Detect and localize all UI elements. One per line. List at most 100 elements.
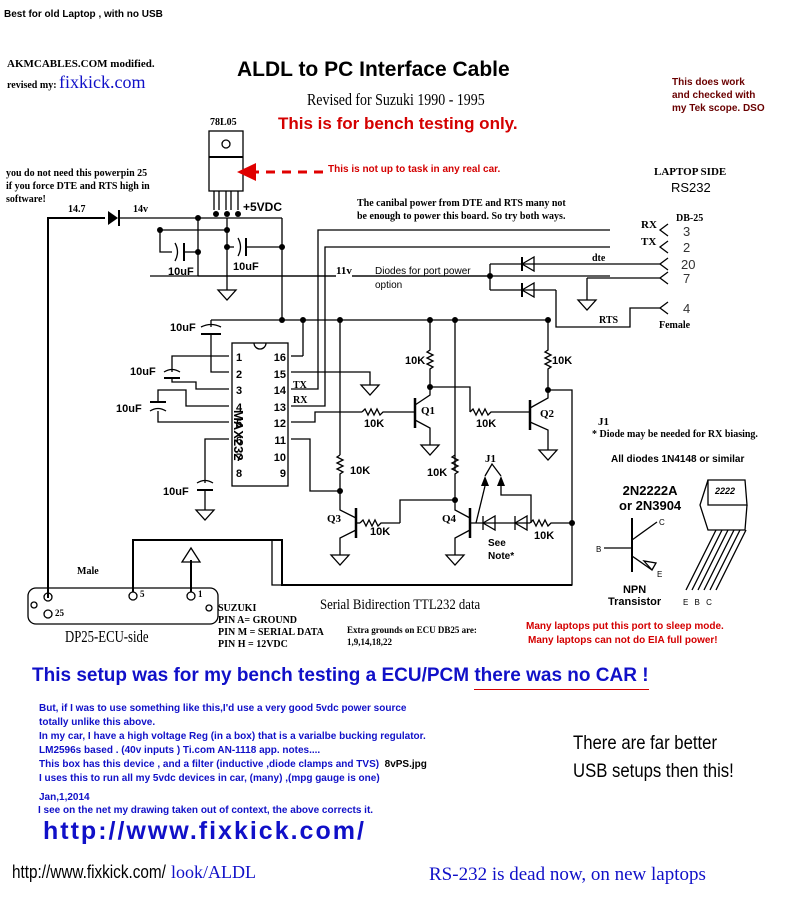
all-diodes-note: All diodes 1N4148 or similar	[611, 454, 745, 465]
transistor-marking: 2222	[715, 486, 736, 496]
powerpin-note: you do not need this powerpin 25 if you …	[6, 168, 150, 205]
v-after-diode-label: 14v	[133, 204, 148, 215]
port-power-diodes	[150, 255, 660, 328]
sleep-mode-note: Many laptops put this port to sleep mode…	[526, 621, 724, 646]
dte-signal-label: dte	[592, 253, 606, 264]
diodes-port-note: Diodes for port power option	[375, 266, 471, 291]
page-subtitle: Revised for Suzuki 1990 - 1995	[307, 90, 485, 109]
ic-pins-left: 1 2 3 4 5 6 7 8	[236, 352, 243, 481]
rs232-dead-note: RS-232 is dead now, on new laptops	[429, 864, 706, 885]
usb-note: There are far better USB setups then thi…	[573, 733, 734, 782]
bottom-url-link[interactable]: http://www.fixkick.com/look/ALDL	[12, 862, 256, 883]
resistors	[335, 320, 572, 528]
leg-b-label: B	[596, 545, 602, 554]
page-title: ALDL to PC Interface Cable	[237, 58, 510, 81]
transistor-package-drawing	[604, 479, 748, 591]
pin-3: 3	[683, 224, 691, 239]
q3-label: Q3	[327, 513, 342, 525]
ecu-pin-25: 25	[55, 608, 64, 618]
pin-4: 4	[683, 301, 691, 316]
scope-note: This does work and checked with my Tek s…	[672, 77, 765, 114]
vout-label: +5VDC	[243, 200, 283, 214]
regulator-label: 78L05	[210, 117, 237, 128]
cap-label-4: 10uF	[130, 366, 156, 378]
db25-connector-tails	[658, 223, 669, 315]
cap-label-1: 10uF	[168, 266, 194, 278]
ecu-connector	[27, 539, 572, 625]
ic-rx-label: RX	[293, 395, 308, 406]
suzuki-pins: SUZUKI PIN A= GROUND PIN M = SERIAL DATA…	[218, 603, 324, 650]
cap-label-2: 10uF	[233, 261, 259, 273]
bench-heading: This setup was for my bench testing a EC…	[32, 665, 649, 690]
leg-e-label: E	[657, 570, 663, 579]
ic-pins-right: 16 15 14 13 12 11 10 9	[273, 352, 286, 481]
pin-7: 7	[683, 271, 691, 286]
resistor-label-r5: 10K	[350, 465, 371, 477]
transistor-q3	[329, 491, 455, 566]
resistor-label-r1: 10K	[405, 355, 426, 367]
date-note: Jan,1,2014	[39, 792, 90, 803]
v-port-label: 11v	[336, 265, 352, 277]
regulator-78l05	[208, 130, 244, 217]
top-note: Best for old Laptop , with no USB	[4, 9, 163, 20]
leg-c-label: C	[659, 518, 665, 527]
credit-site-link[interactable]: fixkick.com	[59, 72, 146, 92]
j1-diodes	[470, 462, 532, 532]
ecu-pin-5: 5	[140, 589, 145, 599]
transistor-types: 2N2222A or 2N3904	[619, 483, 682, 513]
cap-label-6: 10uF	[163, 486, 189, 498]
j1-note-title: J1	[598, 416, 609, 428]
resistor-label-r7: 10K	[370, 526, 391, 538]
db25-label: DB-25	[676, 213, 704, 224]
laptop-side-title: LAPTOP SIDE	[654, 166, 727, 178]
j1-label: J1	[485, 453, 496, 465]
url-path: look/ALDL	[171, 862, 257, 882]
resistor-label-r3: 10K	[364, 418, 385, 430]
context-note: I see on the net my drawing taken out of…	[38, 805, 374, 816]
bench-heading-underlined: there was no CAR !	[474, 665, 649, 690]
see-note: See Note*	[488, 538, 515, 562]
tx-signal-label: TX	[641, 236, 657, 248]
resistor-label-r2: 10K	[552, 355, 573, 367]
pin-2: 2	[683, 240, 691, 255]
cap-label-5: 10uF	[116, 403, 142, 415]
credit-prefix: revised my:	[7, 80, 57, 91]
transistor-q4	[444, 497, 472, 566]
j1-note: * Diode may be needed for RX biasing.	[592, 429, 758, 440]
rx-signal-label: RX	[641, 219, 657, 231]
serial-bidir-label: Serial Bidirection TTL232 data	[320, 597, 481, 613]
image-ref: 8vPS.jpg	[384, 759, 427, 770]
ic-name: MAX232	[231, 410, 246, 461]
url-prefix: http://www.fixkick.com/	[12, 862, 166, 882]
ecu-connector-name: DP25-ECU-side	[65, 627, 149, 646]
female-label: Female	[659, 320, 691, 331]
q2-label: Q2	[540, 408, 555, 420]
canibal-note: The canibal power from DTE and RTS many …	[357, 198, 566, 222]
q1-label: Q1	[421, 405, 436, 417]
credit-line-1: AKMCABLES.COM modified.	[7, 58, 155, 70]
male-label: Male	[77, 566, 99, 577]
extra-grounds-note: Extra grounds on ECU DB25 are: 1,9,14,18…	[347, 625, 477, 647]
pin-20: 20	[681, 257, 696, 272]
big-url-link[interactable]: http://www.fixkick.com/	[43, 817, 366, 845]
footer-paragraph: But, if I was to use something like this…	[39, 703, 427, 784]
resistor-label-r6: 10K	[427, 467, 448, 479]
resistor-label-r8: 10K	[534, 530, 555, 542]
five-volt-rail	[200, 317, 551, 373]
bench-warning: This is for bench testing only.	[278, 114, 518, 133]
npn-label: NPN Transistor	[608, 584, 662, 608]
q4-label: Q4	[442, 513, 457, 525]
ic-tx-label: TX	[293, 380, 307, 391]
v-in-label: 14.7	[68, 204, 86, 215]
rts-signal-label: RTS	[599, 315, 619, 326]
credit-line-2: revised my: fixkick.com	[7, 72, 146, 93]
transistor-q1	[413, 384, 471, 456]
pin-order-label: E B C	[683, 598, 714, 607]
red-arrow-icon	[237, 163, 325, 181]
resistor-label-r4: 10K	[476, 418, 497, 430]
ecu-pin-1: 1	[198, 589, 203, 599]
max232-ic	[231, 342, 289, 487]
cap-label-3: 10uF	[170, 322, 196, 334]
rs232-label: RS232	[671, 180, 711, 195]
regulator-warning: This is not up to task in any real car.	[328, 164, 501, 175]
